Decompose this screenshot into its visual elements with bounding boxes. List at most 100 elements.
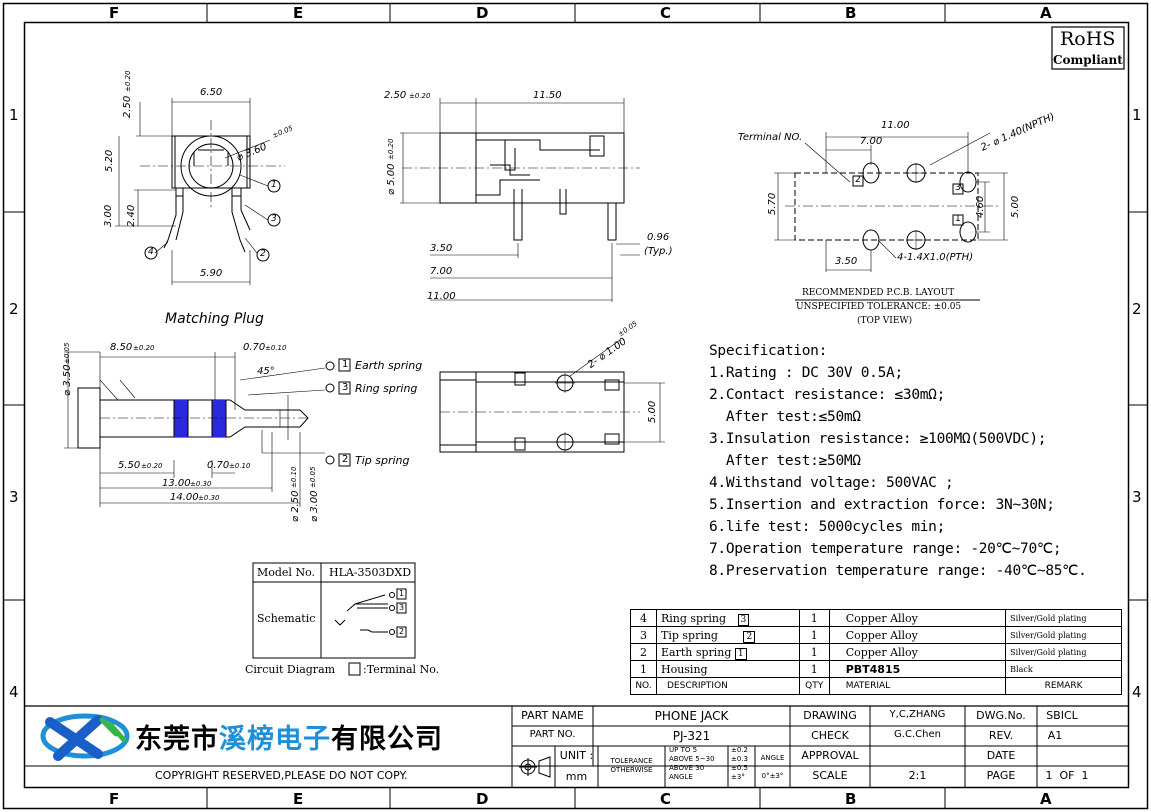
bom-terminal: 1 [734, 647, 747, 660]
spec-line: After test:≥50MΩ [709, 453, 861, 469]
bom-no: 2 [630, 643, 657, 661]
dim-tol: ±0.05 [309, 466, 317, 488]
bom-terminal: 3 [737, 613, 750, 626]
dim-tol: ±0.20 [124, 70, 132, 92]
scale-value: 2:1 [908, 769, 927, 782]
balloon: 2 [260, 249, 266, 259]
tol-range: ABOVE 5~30 [669, 755, 715, 763]
tolerance-label: TOLERANCE [610, 757, 653, 765]
bom-desc: Tip spring 2 [655, 626, 800, 644]
dim-label: 5.00 [1010, 195, 1021, 218]
spec-line: 1.Rating : DC 30V 0.5A; [709, 365, 903, 381]
bom-table: 4 Ring spring 3 1 Copper Alloy Silver/Go… [630, 609, 1122, 695]
balloon: 1 [271, 180, 277, 190]
dim-tol: ±0.05 [63, 342, 71, 364]
dim-label: 5.50 [118, 460, 141, 471]
spring-label: Earth spring [355, 359, 423, 372]
tolerance-values: ±0.2 ±0.3 ±0.5 ±3° [731, 746, 748, 782]
bom-qty: 1 [798, 643, 830, 661]
company-name-part: 溪榜 [219, 724, 275, 755]
bom-header-desc: DESCRIPTION [655, 677, 800, 695]
company-logo [40, 713, 130, 761]
column-label: A [1040, 4, 1052, 22]
dim-label: (Typ.) [644, 246, 673, 257]
bom-desc: Earth spring 1 [655, 643, 800, 661]
bom-remark: Silver/Gold plating [1005, 609, 1122, 627]
terminal-number: 1 [399, 589, 405, 598]
dim-label: 5.00 [647, 400, 658, 423]
column-label: D [476, 790, 489, 808]
spec-line: 6.life test: 5000cycles min; [709, 519, 946, 535]
bom-desc: Housing [655, 660, 800, 678]
dim-label: 2.50 [384, 90, 407, 101]
dim-label: 8.50 [110, 342, 133, 353]
dim-label: 5.70 [767, 192, 778, 215]
bom-desc: Ring spring 3 [655, 609, 800, 627]
part-name: PHONE JACK [654, 709, 729, 723]
pad-number: 1 [955, 214, 961, 224]
column-label: C [660, 790, 672, 808]
dim-tol: ±0.30 [190, 480, 212, 488]
check-label: CHECK [811, 729, 849, 742]
spec-line: 7.Operation temperature range: -20℃~70℃; [709, 541, 1062, 557]
bom-row: 1 Housing 1 PBT4815 Black [630, 660, 1122, 678]
unit-label: UNIT : [559, 749, 594, 762]
dim-label: 6.50 [200, 87, 223, 98]
unit-value: mm [565, 770, 588, 783]
terminal-number: 3 [399, 603, 405, 612]
tol-value: ±0.2 [731, 746, 748, 754]
dwg-label: DWG.No. [976, 709, 1026, 722]
bom-header: NO. DESCRIPTION QTY MATERIAL REMARK [630, 677, 1122, 695]
bom-no: 4 [630, 609, 657, 627]
part-name-label: PART NAME [521, 709, 584, 722]
dim-label: 7.00 [860, 136, 883, 147]
bom-terminal: 2 [743, 630, 756, 643]
bom-material: Copper Alloy [828, 609, 1007, 627]
dim-label: ⌀ 2.50 [290, 490, 301, 522]
company-name: 东莞市溪榜电子有限公司 [135, 717, 443, 756]
row-label: 1 [1132, 106, 1142, 124]
dim-label: 3.00 [103, 204, 114, 227]
column-label: B [845, 790, 857, 808]
terminal-number: 2 [399, 627, 405, 636]
dim-tol: ±0.20 [141, 462, 163, 470]
spring-label: Ring spring [355, 382, 418, 395]
dim-tol: ±0.20 [133, 344, 155, 352]
spec-line: 8.Preservation temperature range: -40℃~8… [709, 563, 1087, 579]
column-label: A [1040, 790, 1052, 808]
rohs-subtitle: Compliant [1053, 53, 1123, 67]
tol-value: ±3° [731, 773, 745, 781]
dim-label: 7.00 [430, 266, 453, 277]
bom-row: 4 Ring spring 3 1 Copper Alloy Silver/Go… [630, 609, 1122, 627]
dim-label: 13.00 [162, 478, 191, 489]
column-label: E [293, 790, 304, 808]
bom-header-remark: REMARK [1005, 677, 1122, 695]
bom-material: PBT4815 [828, 660, 1007, 678]
dim-label: 3.50 [835, 256, 858, 267]
dim-label: ⌀ 5.00 [386, 163, 397, 195]
scale-label: SCALE [812, 769, 848, 782]
company-name-part: 东莞市 [135, 724, 219, 755]
bom-material: Copper Alloy [828, 626, 1007, 644]
rev-label: REV. [988, 729, 1014, 742]
spring-number: 1 [342, 359, 349, 370]
tol-range: ANGLE [669, 773, 693, 781]
circuit-caption: Circuit Diagram [245, 663, 336, 676]
pcb-tolerance: UNSPECIFIED TOLERANCE: ±0.05 [796, 302, 962, 312]
part-no: PJ-321 [672, 729, 711, 743]
dim-label: 0.70 [243, 342, 266, 353]
dwg-value: SBICL [1046, 709, 1078, 722]
row-label: 4 [9, 683, 19, 701]
tol-value: ±0.3 [731, 755, 748, 763]
dim-label: ⌀ 3.00 [309, 490, 320, 522]
dim-label: 14.00 [170, 492, 199, 503]
balloon: 4 [148, 247, 154, 257]
dim-label: 45° [257, 366, 275, 377]
tol-value: ±0.5 [731, 764, 748, 772]
pad-number: 3 [955, 183, 961, 193]
dim-label: 5.20 [104, 149, 115, 172]
dim-tol: ±0.10 [265, 344, 287, 352]
pcb-view: (TOP VIEW) [857, 316, 913, 326]
copyright: COPYRIGHT RESERVED,PLEASE DO NOT COPY. [155, 769, 408, 782]
bom-remark: Silver/Gold plating [1005, 626, 1122, 644]
